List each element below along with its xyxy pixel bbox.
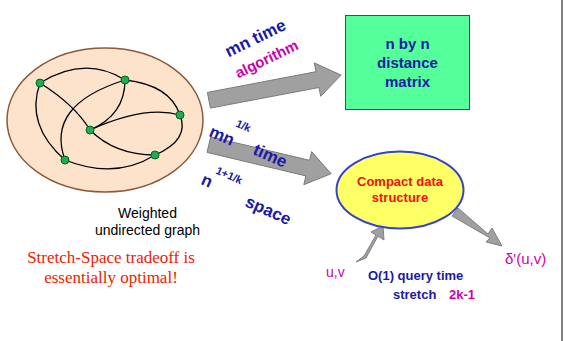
space-label: n bbox=[198, 170, 216, 192]
stretch-value: 2k-1 bbox=[449, 287, 475, 302]
matrix-text: n by n distance matrix bbox=[353, 34, 462, 91]
graph-ellipse: Weighted undirected graph bbox=[5, 45, 205, 255]
matrix-box: n by n distance matrix bbox=[345, 15, 470, 110]
block-arrow bbox=[207, 63, 341, 108]
graph-picture bbox=[5, 45, 205, 195]
output-label: δ'(u,v) bbox=[505, 250, 546, 267]
space-label: space bbox=[242, 192, 294, 230]
input-label: u,v bbox=[326, 264, 345, 280]
time-label: time bbox=[250, 140, 290, 172]
stretch-label: stretch bbox=[393, 287, 436, 302]
query-label: O(1) query time bbox=[368, 268, 463, 283]
exponent: 1+1/k bbox=[214, 164, 244, 186]
frame-line bbox=[562, 0, 563, 341]
structure-text: Compact data structure bbox=[350, 174, 450, 206]
structure-ellipse: Compact data structure bbox=[335, 150, 465, 230]
graph-caption: Weighted undirected graph bbox=[85, 205, 210, 239]
input-arrow bbox=[356, 226, 384, 262]
tradeoff-note: Stretch-Space tradeoff is essentially op… bbox=[4, 248, 218, 288]
output-arrow bbox=[452, 208, 502, 246]
